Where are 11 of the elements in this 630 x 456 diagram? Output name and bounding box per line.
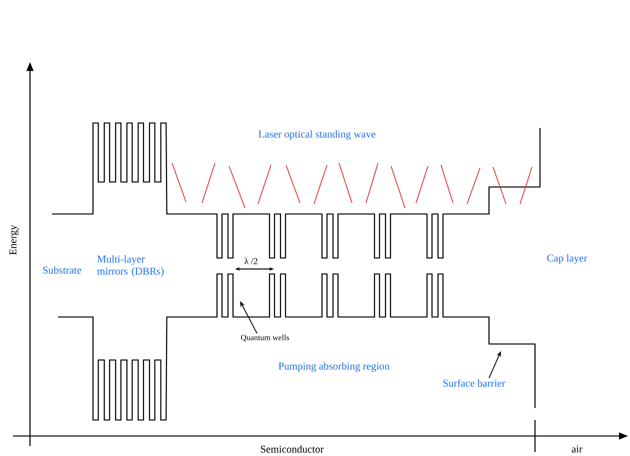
callout-label: Quantum wells — [241, 334, 290, 342]
axis-label: Energy — [9, 224, 19, 255]
callout-label: Surface barrier — [443, 379, 506, 387]
axis-label: Semiconductor — [260, 445, 324, 453]
region-label: Cap layer — [547, 254, 588, 264]
dimension-label: λ /2 — [244, 258, 258, 264]
region-label: Laser optical standing wave — [258, 130, 376, 140]
axis-label: air — [572, 445, 582, 453]
region-label: Multi-layer mirrors (DBRs) — [97, 255, 164, 277]
region-label: Substrate — [43, 266, 82, 274]
region-label: Pumping absorbing region — [278, 362, 390, 372]
